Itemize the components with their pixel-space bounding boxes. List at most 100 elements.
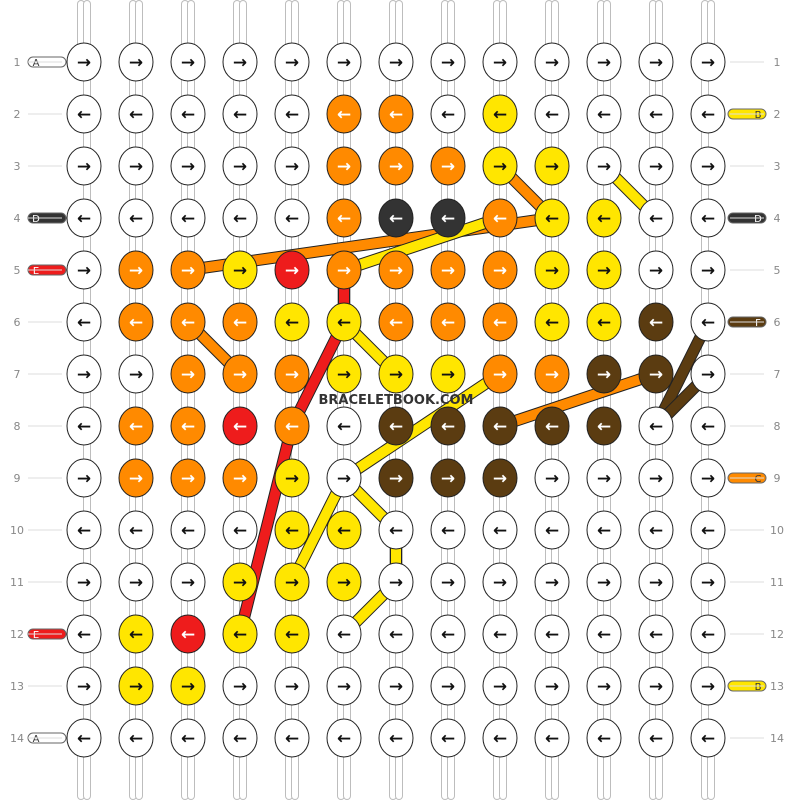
knot-arrow: ← (493, 625, 507, 645)
knot-arrow: → (545, 573, 559, 593)
row-label-right: 7 (774, 368, 781, 381)
knot: → (534, 354, 570, 394)
row-label-right: 9 (774, 472, 781, 485)
knot: → (118, 458, 154, 498)
knot-arrow: ← (181, 105, 195, 125)
knot: → (482, 354, 518, 394)
knot-arrow: ← (597, 209, 611, 229)
row-label-right: 8 (774, 420, 781, 433)
knot-shape (690, 614, 726, 654)
knot-arrow: → (337, 677, 351, 697)
knot-shape (690, 146, 726, 186)
knot-grid: → → → → → → → → → → → → → ← ← ← ← ← ← ← ← ← ← ← ← ← → → → → → → → → → → → → → ←… (66, 42, 726, 758)
knot-shape (378, 718, 414, 758)
knot-shape (534, 354, 570, 394)
knot: ← (534, 406, 570, 446)
knot-shape (274, 614, 310, 654)
knot: → (586, 250, 622, 290)
knot: ← (170, 94, 206, 134)
knot-arrow: → (597, 157, 611, 177)
knot-arrow: → (337, 469, 351, 489)
knot: ← (690, 510, 726, 550)
knot: → (534, 42, 570, 82)
knot: ← (66, 302, 102, 342)
knot: ← (118, 614, 154, 654)
knot-shape (430, 42, 466, 82)
knot-shape (638, 250, 674, 290)
thread-path (495, 369, 661, 431)
knot: → (118, 146, 154, 186)
knot-arrow: ← (181, 209, 195, 229)
knot: ← (378, 198, 414, 238)
knot-shape (638, 666, 674, 706)
knot: ← (274, 94, 310, 134)
knot-arrow: ← (493, 729, 507, 749)
knot: ← (274, 302, 310, 342)
knot-arrow: ← (545, 209, 559, 229)
knot-arrow: → (441, 53, 455, 73)
knot-arrow: → (129, 677, 143, 697)
knot-shape (482, 666, 518, 706)
knot-shape (170, 666, 206, 706)
knot-shape (430, 198, 466, 238)
knot: → (222, 42, 258, 82)
knot-arrow: ← (285, 209, 299, 229)
knot: ← (690, 406, 726, 446)
knot: → (66, 354, 102, 394)
row-label-right: 1 (774, 56, 781, 69)
knot-shape (378, 94, 414, 134)
knot-shape (118, 146, 154, 186)
knot: → (326, 42, 362, 82)
knot-arrow: ← (129, 105, 143, 125)
knot-arrow: ← (493, 521, 507, 541)
knot: ← (378, 614, 414, 654)
row-label-left: 1 (14, 56, 21, 69)
knot-arrow: → (337, 157, 351, 177)
knot-arrow: ← (77, 625, 91, 645)
knot-shape (222, 614, 258, 654)
knot-shape (326, 510, 362, 550)
knot-arrow: ← (233, 209, 247, 229)
knot-arrow: ← (545, 313, 559, 333)
knot-shape (638, 510, 674, 550)
knot-shape (66, 458, 102, 498)
knot-shape (690, 666, 726, 706)
knot-shape (534, 510, 570, 550)
knot-shape (586, 614, 622, 654)
knot: ← (638, 510, 674, 550)
knot-arrow: → (545, 677, 559, 697)
knot-arrow: ← (493, 417, 507, 437)
knot-arrow: → (77, 261, 91, 281)
row-label-left: 14 (10, 732, 24, 745)
knot-shape (534, 198, 570, 238)
knot-arrow: ← (701, 209, 715, 229)
knot-shape (430, 94, 466, 134)
knot-arrow: ← (77, 313, 91, 333)
knot: ← (118, 510, 154, 550)
row-label-right: 12 (770, 628, 784, 641)
knot-shape (534, 718, 570, 758)
knot-arrow: ← (285, 625, 299, 645)
knot-shape (586, 510, 622, 550)
knot: → (118, 562, 154, 602)
knot-arrow: ← (441, 313, 455, 333)
knot-arrow: ← (285, 105, 299, 125)
row-label-left: 6 (14, 316, 21, 329)
knot: → (482, 458, 518, 498)
knot-shape (170, 354, 206, 394)
knot-arrow: → (649, 573, 663, 593)
knot-arrow: ← (129, 417, 143, 437)
knot: → (690, 354, 726, 394)
knot: → (638, 250, 674, 290)
knot: ← (378, 718, 414, 758)
knot-arrow: → (701, 469, 715, 489)
knot-arrow: ← (181, 625, 195, 645)
knot: ← (66, 198, 102, 238)
knot-arrow: ← (233, 521, 247, 541)
row-label-right: 4 (774, 212, 781, 225)
row-label-right: 2 (774, 108, 781, 121)
knot: ← (690, 302, 726, 342)
knot: → (430, 458, 466, 498)
knot-arrow: → (337, 365, 351, 385)
